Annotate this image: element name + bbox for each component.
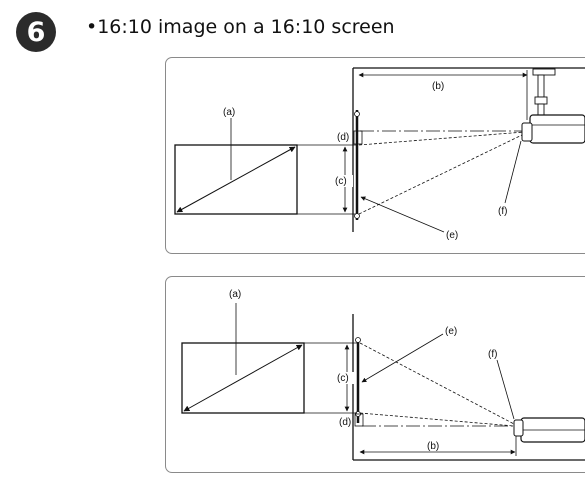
top-projector-icon (521, 68, 585, 144)
bottom-c-bg (335, 372, 355, 384)
top-image-rect (174, 144, 298, 215)
heading-title: 16:10 image on a 16:10 screen (97, 16, 395, 38)
top-c-bg (333, 175, 353, 187)
bottom-ray-bottom (359, 412, 515, 427)
top-label-c: (c) (335, 176, 347, 187)
bottom-projector-icon (513, 417, 585, 443)
top-image-diagonal (176, 146, 296, 213)
section-heading: •16:10 image on a 16:10 screen (86, 16, 395, 38)
bottom-label-f: (f) (488, 349, 497, 360)
top-label-a: (a) (223, 107, 235, 118)
bottom-image-diagonal (183, 344, 303, 412)
top-d-box (353, 130, 363, 145)
top-f-leader (504, 140, 522, 204)
top-label-d: (d) (337, 132, 349, 143)
top-screen-bottom-dot (354, 213, 360, 219)
bottom-d-box (354, 413, 364, 427)
bottom-screen-top-dot (355, 337, 361, 343)
bottom-e-leader (361, 333, 444, 383)
bottom-image-rect (181, 342, 305, 414)
heading-bullet: • (86, 16, 98, 38)
top-ray-top (358, 131, 525, 146)
bottom-diagram: (a) (c) (d) (b) (f) (181, 289, 585, 461)
bottom-label-a: (a) (229, 289, 241, 300)
top-label-b: (b) (432, 81, 444, 92)
top-screen-top-dot (354, 111, 360, 117)
bottom-label-e: (e) (445, 326, 457, 337)
step-number-badge: 6 (16, 12, 56, 52)
top-e-leader (360, 196, 445, 233)
bottom-label-b: (b) (427, 441, 439, 452)
bottom-label-d: (d) (339, 417, 351, 428)
bottom-ray-top (359, 342, 515, 425)
bottom-f-leader (496, 359, 515, 420)
top-label-f: (f) (498, 206, 507, 217)
step-number: 6 (26, 16, 46, 48)
bottom-label-c: (c) (337, 373, 349, 384)
top-label-e: (e) (446, 230, 458, 241)
top-ray-bottom (358, 133, 525, 215)
top-diagram: (a) (b) (c) (d) (174, 67, 585, 241)
